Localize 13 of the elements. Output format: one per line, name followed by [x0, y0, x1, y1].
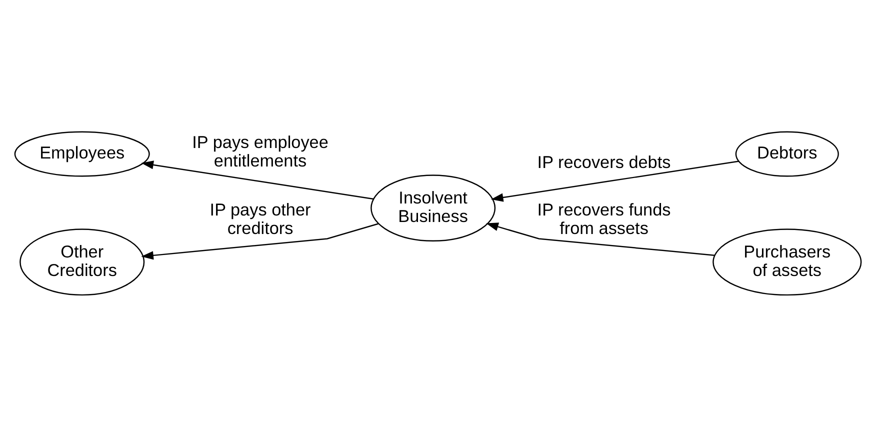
node-ellipse: Employees	[14, 131, 150, 177]
node-ellipse: Debtors	[735, 131, 839, 177]
edge-label: IP recovers funds from assets	[537, 200, 671, 238]
arrow	[490, 160, 739, 202]
edge-label: IP pays other creditors	[210, 200, 311, 238]
edge-label: IP recovers debts	[537, 152, 671, 172]
edge-label: IP pays employee entitlements	[192, 132, 328, 171]
arrow	[486, 222, 715, 256]
arrow	[141, 160, 374, 200]
arrow	[141, 223, 378, 260]
node-ellipse: Other Creditors	[20, 228, 145, 296]
node-ellipse: Insolvent Business	[370, 174, 496, 242]
node-ellipse: Purchasers of assets	[712, 228, 862, 296]
